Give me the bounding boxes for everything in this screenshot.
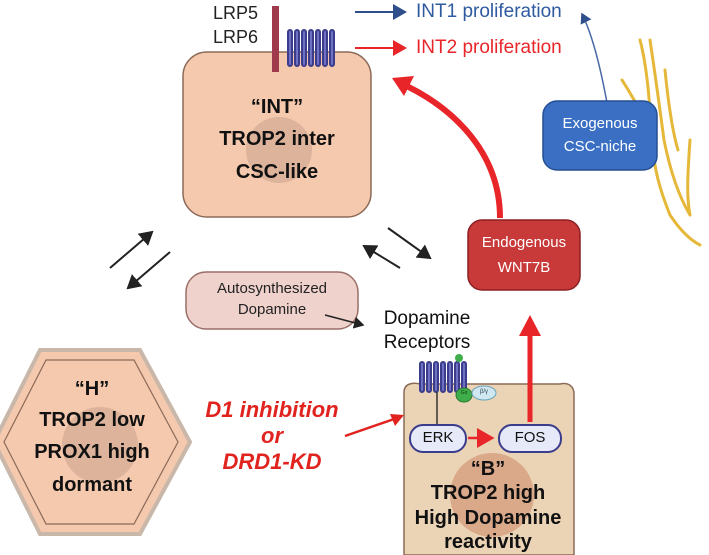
b-cell-label-1: “B” — [470, 458, 506, 480]
inhibition-label-3: DRD1-KD — [222, 449, 322, 474]
h-cell-label-2: TROP2 low — [39, 409, 145, 431]
int2-label: INT2 proliferation — [416, 37, 562, 58]
inhibition-arrow — [344, 416, 398, 438]
dopamine-receptors-label-2: Receptors — [383, 332, 471, 353]
int-cell-label-1: “INT” — [250, 96, 304, 118]
lrp5-label: LRP5 — [213, 3, 259, 23]
h-cell-label-3: PROX1 high — [34, 441, 150, 463]
h-cell-label-4: dormant — [52, 474, 132, 496]
erk-box — [409, 424, 467, 453]
fos-to-wnt-arrowhead — [519, 315, 541, 336]
g-beta-label: β/γ — [479, 389, 489, 395]
g-beta-icon — [471, 385, 497, 401]
b-cell-label-2: TROP2 high — [430, 482, 546, 504]
int-to-h-arrow — [126, 251, 171, 290]
niche-box — [542, 100, 658, 171]
dopamine-box-label-1: Autosynthesized — [216, 280, 328, 297]
inhibition-arrowhead — [390, 414, 404, 426]
dopamine-to-receptor-arrow — [324, 314, 365, 329]
erk-label: ERK — [422, 429, 454, 446]
b-to-int-arrow — [362, 244, 401, 269]
wnt-box — [467, 219, 581, 291]
h-cell-nucleus — [62, 407, 138, 483]
niche-label-2: CSC-niche — [563, 138, 637, 155]
h-cell-label-1: “H” — [74, 378, 110, 400]
dopamine-box — [185, 271, 359, 330]
wnt-label-1: Endogenous — [481, 234, 567, 251]
wnt-label-2: WNT7B — [497, 259, 551, 276]
lrp6-receptor — [287, 29, 335, 67]
int-cell-label-2: TROP2 inter — [219, 128, 335, 150]
int-to-b-arrow — [387, 227, 432, 260]
int-cell-label-3: CSC-like — [235, 161, 319, 183]
h-to-int-arrow — [109, 230, 154, 269]
inhibition-label-1: D1 inhibition — [205, 397, 339, 422]
b-cell-label-3: High Dopamine — [414, 507, 562, 529]
dopamine-receptors-label-1: Dopamine — [383, 308, 471, 329]
niche-label-1: Exogenous — [562, 115, 638, 132]
dopamine-receptor — [419, 361, 467, 393]
lrp5-receptor — [272, 6, 279, 72]
dopamine-ligand-icon — [455, 354, 463, 362]
fos-label: FOS — [514, 429, 546, 446]
int-cell-nucleus — [246, 117, 312, 183]
wnt-to-int-arrowhead — [392, 76, 414, 96]
inhibition-label-2: or — [261, 423, 283, 448]
fos-box — [498, 424, 562, 453]
b-cell-label-4: reactivity — [444, 531, 532, 553]
g-alpha-label: Gα — [460, 390, 468, 396]
b-cell-nucleus — [450, 453, 534, 537]
wnt-to-int-arrow — [396, 79, 503, 219]
lrp6-label: LRP6 — [213, 27, 259, 47]
int1-label: INT1 proliferation — [416, 1, 562, 22]
dopamine-box-label-2: Dopamine — [237, 301, 307, 318]
